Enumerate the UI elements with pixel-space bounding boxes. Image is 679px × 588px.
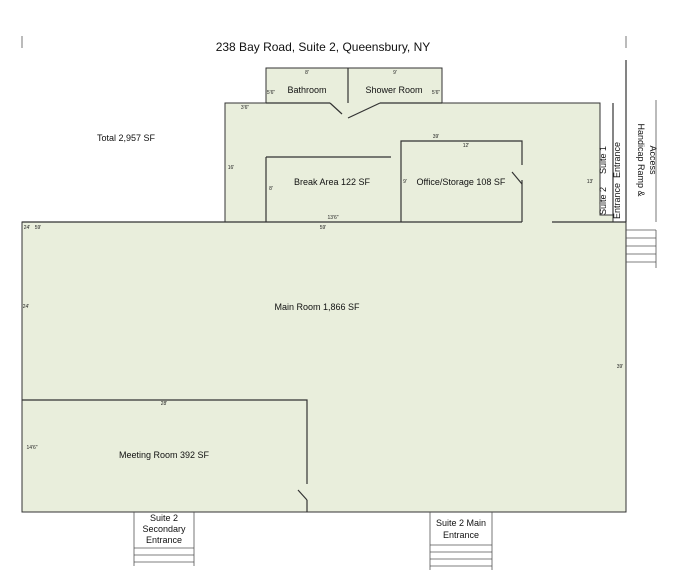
dim-main-right-height: 39' <box>617 364 624 370</box>
svg-text:Entrance: Entrance <box>443 530 479 540</box>
svg-text:Entrance: Entrance <box>612 183 622 219</box>
handicap-ramp-label: Handicap Ramp & Access <box>636 123 658 196</box>
dim-office-height: 9' <box>403 179 407 185</box>
dim-main-left-width: 24' <box>23 304 30 310</box>
dim-right-height: 13' <box>587 179 594 185</box>
svg-text:Entrance: Entrance <box>612 142 622 178</box>
main-entrance-steps <box>429 512 493 570</box>
bathroom-label: Bathroom <box>287 85 326 95</box>
svg-text:Suite 2: Suite 2 <box>150 513 178 523</box>
dim-bath-height: 5'6" <box>267 90 276 96</box>
suite1-entrance-label: Suite 1 Entrance <box>598 142 622 178</box>
svg-text:Entrance: Entrance <box>146 535 182 545</box>
svg-text:Handicap Ramp &: Handicap Ramp & <box>636 123 646 196</box>
office-door <box>511 171 523 185</box>
shower-door <box>347 102 381 119</box>
total-area-label: Total 2,957 SF <box>97 133 156 143</box>
dim-bath-width: 8' <box>305 70 309 76</box>
secondary-entrance-steps <box>133 512 195 566</box>
svg-text:Suite 2 Main: Suite 2 Main <box>436 518 486 528</box>
svg-text:Access: Access <box>648 145 658 175</box>
dim-meeting-height: 14'6" <box>26 445 37 451</box>
plan-title: 238 Bay Road, Suite 2, Queensbury, NY <box>216 40 431 54</box>
dim-break-width: 13'6" <box>327 215 338 221</box>
dim-upper-width: 39' <box>433 134 440 140</box>
svg-text:Suite 2: Suite 2 <box>598 187 608 215</box>
secondary-entrance-label: Suite 2 Secondary Entrance <box>142 513 186 545</box>
break-area-label: Break Area 122 SF <box>294 177 371 187</box>
meeting-room-door <box>297 489 308 501</box>
main-room-label: Main Room 1,866 SF <box>274 302 360 312</box>
svg-text:Suite 1: Suite 1 <box>598 146 608 174</box>
floor-area <box>21 67 627 513</box>
dim-office-width: 12' <box>463 143 470 149</box>
bathroom-door <box>329 102 343 115</box>
dim-main-left-height: 24' <box>24 225 31 231</box>
svg-text:Secondary: Secondary <box>142 524 186 534</box>
dim-shower-height: 5'6" <box>432 90 441 96</box>
office-walls <box>400 140 523 222</box>
dim-upper-height: 16' <box>228 165 235 171</box>
office-storage-label: Office/Storage 108 SF <box>417 177 506 187</box>
meeting-room-walls <box>22 399 308 484</box>
suite2-entrance-label: Suite 2 Entrance <box>598 183 622 219</box>
dim-main-top-width: 59' <box>35 225 42 231</box>
right-steps <box>626 229 657 268</box>
dim-meeting-width: 28' <box>161 401 168 407</box>
dim-break-height: 8' <box>269 186 273 192</box>
dim-hall-width: 3'6" <box>241 105 250 111</box>
meeting-room-label: Meeting Room 392 SF <box>119 450 210 460</box>
dim-corridor-width: 59' <box>320 225 327 231</box>
shower-room-label: Shower Room <box>365 85 422 95</box>
dim-shower-width: 9' <box>393 70 397 76</box>
main-entrance-label: Suite 2 Main Entrance <box>436 518 486 540</box>
